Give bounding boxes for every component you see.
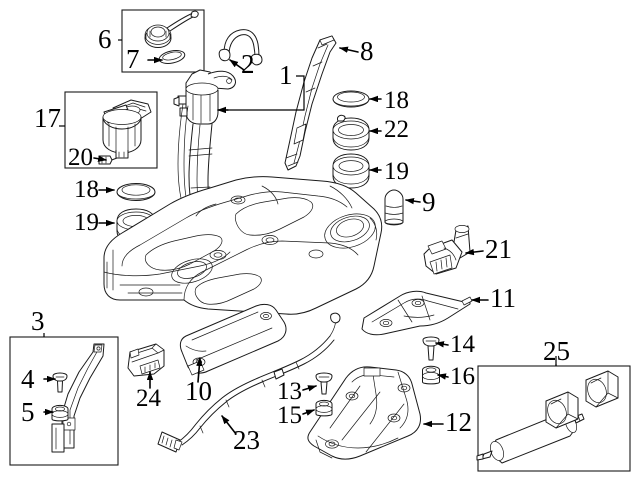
fuel-tank-art bbox=[103, 176, 383, 315]
fuel-pump-wiring-harness-art bbox=[157, 312, 341, 453]
callout-leaders bbox=[43, 39, 557, 435]
seal-ring-19-art bbox=[332, 153, 370, 189]
tank-mounting-bracket-art bbox=[179, 303, 287, 376]
fuel-pump-control-module-art bbox=[127, 343, 165, 377]
fuel-cap-gasket-art bbox=[158, 50, 186, 64]
callout-label-8[interactable]: 8 bbox=[360, 36, 374, 66]
filler-neck-shield-art bbox=[284, 35, 337, 171]
rubber-bump-stop-art bbox=[384, 189, 404, 226]
o-ring-18-art bbox=[332, 90, 370, 108]
callout-label-18-right[interactable]: 18 bbox=[384, 87, 409, 114]
callout-label-22[interactable]: 22 bbox=[384, 116, 409, 143]
callout-label-19-left[interactable]: 19 bbox=[74, 209, 99, 236]
callout-label-21[interactable]: 21 bbox=[485, 234, 512, 264]
callout-label-9[interactable]: 9 bbox=[422, 187, 436, 217]
strap-bolt-art bbox=[52, 372, 68, 393]
right-ring-stack bbox=[332, 90, 370, 189]
tank-strap-inset-group bbox=[9, 336, 119, 466]
callout-label-23[interactable]: 23 bbox=[233, 425, 260, 455]
callout-label-13[interactable]: 13 bbox=[277, 378, 302, 405]
callout-label-18-left[interactable]: 18 bbox=[74, 176, 99, 203]
callout-label-16[interactable]: 16 bbox=[450, 363, 475, 390]
support-bushing-16-art bbox=[422, 365, 440, 385]
crossmember-bolt-13-art bbox=[315, 372, 333, 395]
rear-crossmember-support-art bbox=[307, 366, 421, 460]
callout-label-19-right[interactable]: 19 bbox=[384, 158, 409, 185]
callout-label-24[interactable]: 24 bbox=[136, 385, 161, 412]
callout-label-11[interactable]: 11 bbox=[490, 283, 516, 313]
filter-clamp-art bbox=[545, 391, 579, 429]
strap-bushing-art bbox=[51, 404, 69, 422]
callout-label-1[interactable]: 1 bbox=[279, 60, 293, 90]
callout-label-5[interactable]: 5 bbox=[21, 397, 35, 427]
callout-label-25[interactable]: 25 bbox=[543, 336, 570, 366]
fuel-cap-inset-group bbox=[121, 9, 205, 73]
lock-ring-22-art bbox=[332, 114, 370, 151]
fuel-tank-strap-art bbox=[51, 343, 105, 453]
callout-label-3[interactable]: 3 bbox=[31, 306, 45, 336]
fuel-filter-inset-group bbox=[476, 365, 631, 472]
callout-label-20[interactable]: 20 bbox=[68, 144, 93, 171]
fuel-filter-art bbox=[476, 370, 619, 464]
callout-label-7[interactable]: 7 bbox=[126, 44, 140, 74]
callout-label-4[interactable]: 4 bbox=[21, 364, 35, 394]
fuel-tank-heat-shield-art bbox=[361, 290, 473, 336]
heat-shield-bolt-14-art bbox=[422, 336, 440, 361]
callout-label-15[interactable]: 15 bbox=[277, 402, 302, 429]
fuel-filler-cap-art bbox=[144, 10, 199, 48]
callout-label-17[interactable]: 17 bbox=[34, 103, 61, 133]
callout-label-10[interactable]: 10 bbox=[185, 376, 212, 406]
fuel-pump-module-art bbox=[98, 99, 152, 165]
callout-label-12[interactable]: 12 bbox=[445, 407, 472, 437]
callout-label-2[interactable]: 2 bbox=[241, 49, 255, 79]
callout-label-6[interactable]: 6 bbox=[98, 24, 112, 54]
callout-label-14[interactable]: 14 bbox=[450, 331, 475, 358]
o-ring-18-left-art bbox=[116, 183, 156, 201]
fuel-vent-valve-art bbox=[423, 225, 471, 275]
filter-clamp-art bbox=[585, 370, 619, 408]
fuel-filler-neck-assembly-art bbox=[173, 29, 263, 219]
crossmember-bushing-15-art bbox=[315, 399, 333, 417]
